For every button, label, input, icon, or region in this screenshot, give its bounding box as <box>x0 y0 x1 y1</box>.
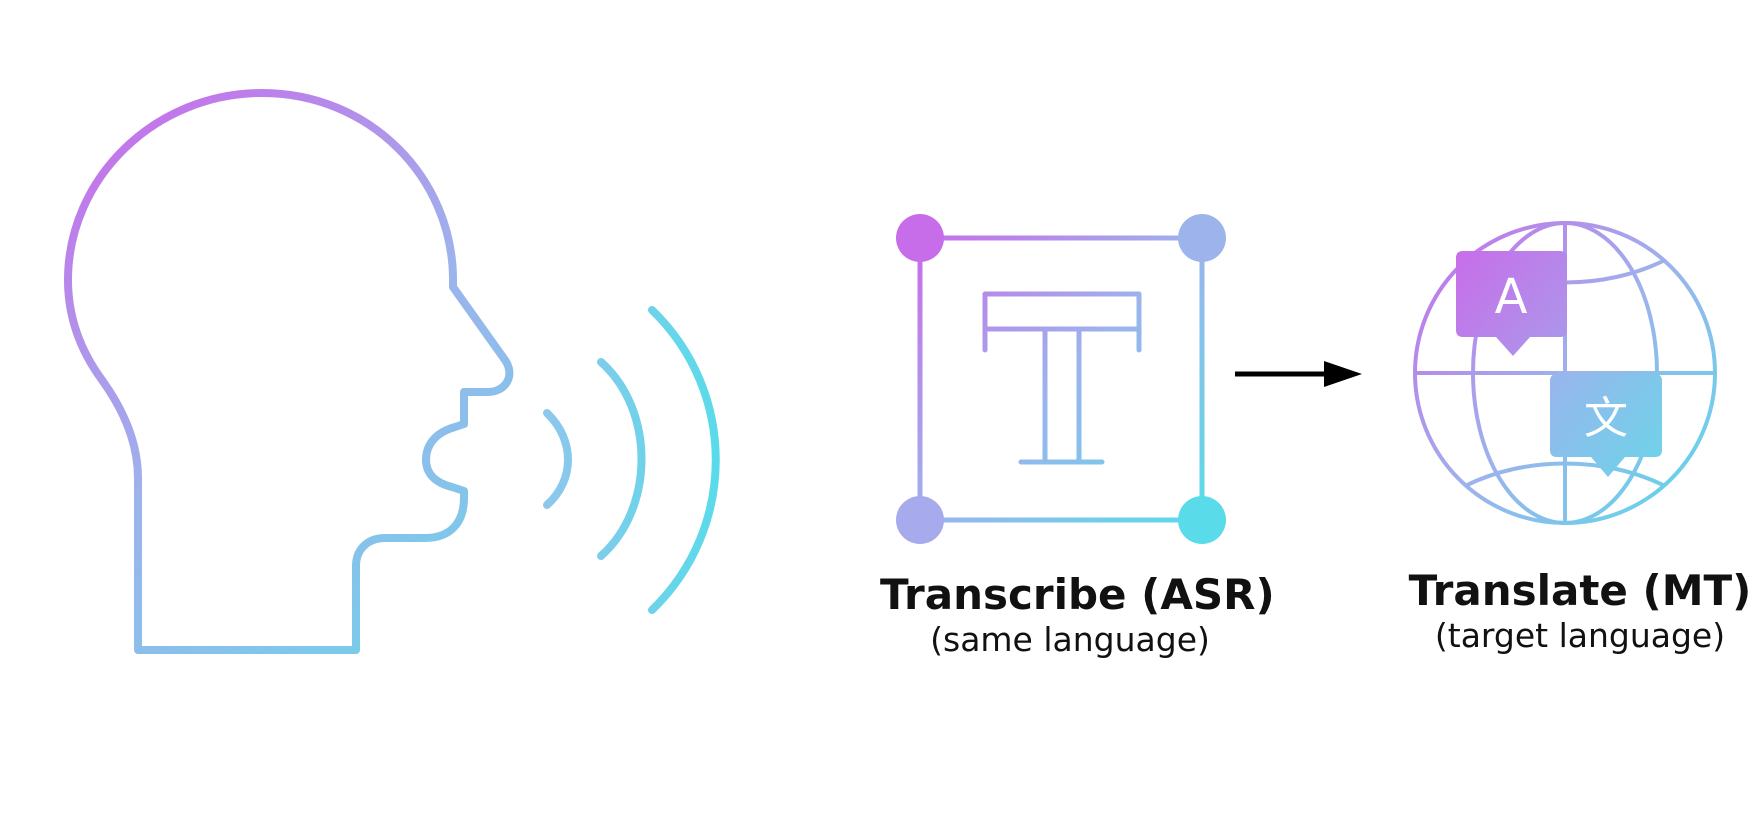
translate-bubble-b <box>1550 374 1662 477</box>
globe-latitude-bottom <box>1464 461 1666 488</box>
sound-waves-icon <box>543 306 720 614</box>
box-corner-node <box>1178 214 1226 262</box>
speaking-head-icon <box>64 89 514 654</box>
translate-title: Translate (MT) <box>1408 566 1749 615</box>
translate-subtitle: (target language) <box>1434 616 1726 655</box>
box-corner-node <box>1178 496 1226 544</box>
bubble-letter-chinese: 文 <box>1584 393 1628 444</box>
transcribe-label: Transcribe (ASR) (same language) <box>880 570 1275 660</box>
box-corner-node <box>896 496 944 544</box>
globe-translate-icon: A 文 <box>1413 221 1717 525</box>
sound-wave-large <box>648 306 720 614</box>
box-corner-node <box>896 214 944 262</box>
sound-wave-small <box>543 409 572 509</box>
bubble-letter-a: A <box>1495 269 1528 325</box>
translate-label: Translate (MT) (target language) <box>1390 566 1749 656</box>
translate-bubble-a <box>1456 251 1567 356</box>
glyph-t-outline <box>982 291 1142 465</box>
sound-wave-medium <box>597 358 646 560</box>
text-box-icon <box>896 214 1226 544</box>
right-arrow-icon <box>1235 361 1362 387</box>
transcribe-title: Transcribe (ASR) <box>880 570 1275 619</box>
transcribe-subtitle: (same language) <box>930 620 1210 659</box>
